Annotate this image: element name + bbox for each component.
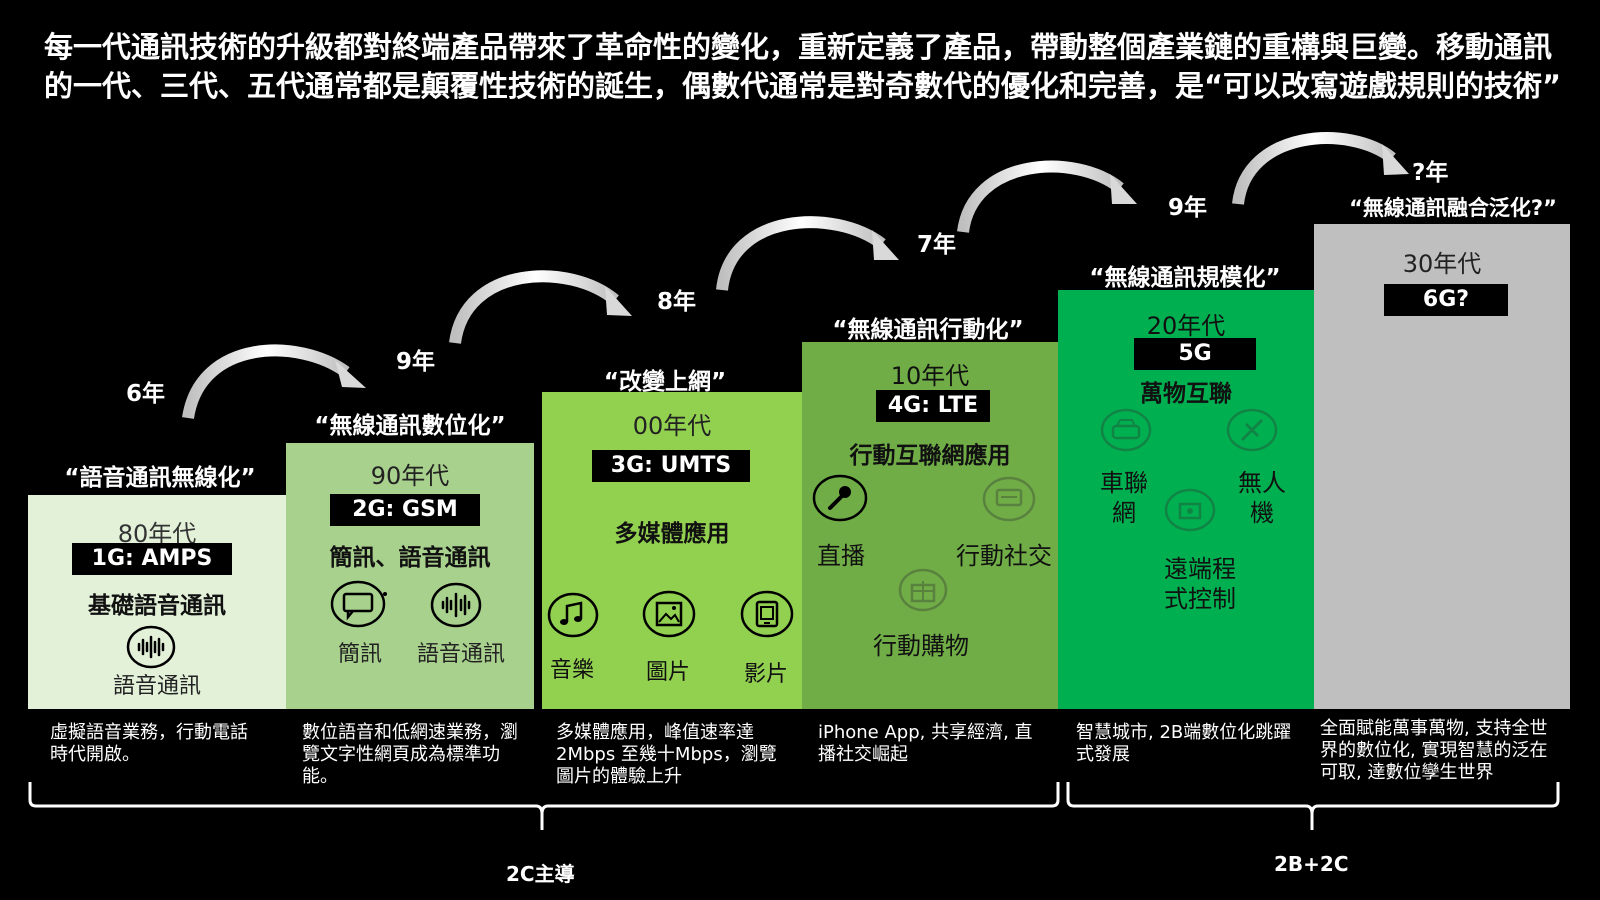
feature-4g: 行動互聯網應用 <box>849 443 1011 469</box>
decade-5g: 20年代 <box>1146 312 1226 340</box>
car-icon <box>1100 408 1152 452</box>
app-label: 車聯網 <box>1100 469 1148 527</box>
tech-3g: 3G: UMTS <box>592 450 750 482</box>
tech-6g: 6G? <box>1384 284 1508 316</box>
arrow-5g-6g <box>1232 132 1409 205</box>
tech-1g: 1G: AMPS <box>72 543 232 575</box>
feature-1g: 基礎語音通訊 <box>88 593 226 619</box>
microphone-icon <box>812 474 868 522</box>
slogan-2g: “無線通訊數位化” <box>314 413 506 439</box>
arrow-4g-5g <box>957 160 1137 234</box>
interval-label: 9年 <box>1168 195 1208 221</box>
feature-2g: 簡訊、語音通訊 <box>329 545 491 571</box>
app-label: 直播 <box>817 542 865 570</box>
arrow-2g-3g <box>449 270 632 345</box>
app-label: 簡訊 <box>337 642 382 667</box>
chat-bubble-icon <box>982 476 1036 522</box>
app-label: 語音通訊 <box>112 674 201 699</box>
tech-5g: 5G <box>1134 338 1256 370</box>
interval-label: 9年 <box>396 349 436 375</box>
shopping-gift-icon <box>898 568 948 612</box>
voice-wave-icon <box>430 582 482 628</box>
arrow-3g-4g <box>716 216 899 291</box>
description-3g: 多媒體應用，峰值速率達2Mbps 至幾十Mbps，瀏覽圖片的體驗上升 <box>556 722 777 787</box>
app-label: 語音通訊 <box>416 642 505 667</box>
feature-3g: 多媒體應用 <box>614 521 730 547</box>
slogan-5g: “無線通訊規模化” <box>1089 265 1281 291</box>
interval-label: 6年 <box>126 381 166 407</box>
bracket-label-2c: 2C主導 <box>506 862 575 886</box>
description-4g: iPhone App, 共享經濟, 直播社交崛起 <box>818 722 1033 765</box>
app-label: 行動購物 <box>873 632 969 660</box>
video-icon <box>740 590 794 638</box>
picture-icon <box>642 590 696 638</box>
step-3g <box>542 392 802 709</box>
app-label: 圖片 <box>645 660 690 685</box>
arrow-1g-2g <box>182 344 366 420</box>
bracket-label-2b2c: 2B+2C <box>1274 852 1349 876</box>
slogan-4g: “無線通訊行動化” <box>832 317 1024 343</box>
description-2g: 數位語音和低網速業務，瀏覽文字性網頁成為標準功能。 <box>302 722 518 787</box>
app-label: 影片 <box>743 662 788 687</box>
description-1g: 虛擬語音業務，行動電話時代開啟。 <box>50 722 248 765</box>
voice-wave-icon <box>126 625 176 669</box>
slogan-6g: “無線通訊融合泛化?” <box>1349 196 1557 220</box>
description-5g: 智慧城市, 2B端數位化跳躍式發展 <box>1076 722 1292 765</box>
interval-label: 8年 <box>657 289 697 315</box>
decade-3g: 00年代 <box>632 412 712 440</box>
music-note-icon <box>547 592 599 638</box>
app-label: 無人機 <box>1238 469 1286 527</box>
tech-2g: 2G: GSM <box>330 494 480 526</box>
interval-label: 7年 <box>917 232 957 258</box>
headline: 每一代通訊技術的升級都對終端產品帶來了革命性的變化，重新定義了產品，帶動整個產業… <box>44 30 1562 103</box>
remote-control-icon <box>1164 488 1216 532</box>
message-bubble-icon <box>330 580 387 628</box>
step-2g <box>286 443 534 709</box>
interval-label: ?年 <box>1412 160 1449 186</box>
decade-6g: 30年代 <box>1402 250 1482 278</box>
slogan-3g: “改變上網” <box>603 369 727 395</box>
decade-4g: 10年代 <box>890 362 970 390</box>
description-6g: 全面賦能萬事萬物, 支持全世界的數位化, 實現智慧的泛在可取, 達數位孿生世界 <box>1320 718 1548 783</box>
decade-2g: 90年代 <box>370 462 450 490</box>
feature-5g: 萬物互聯 <box>1140 381 1232 407</box>
slogan-1g: “語音通訊無線化” <box>64 465 256 491</box>
app-label: 遠端程式控制 <box>1164 555 1236 613</box>
drone-icon <box>1226 408 1278 452</box>
app-label: 行動社交 <box>956 542 1052 570</box>
tech-4g: 4G: LTE <box>876 390 990 422</box>
step-1g <box>28 495 286 709</box>
app-label: 音樂 <box>549 658 594 683</box>
